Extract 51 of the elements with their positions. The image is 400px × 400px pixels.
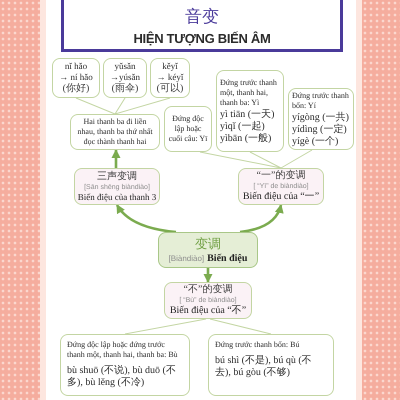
arrow [204, 268, 212, 283]
chinese-heading: “不”的变调 [184, 284, 232, 296]
example-box [103, 58, 147, 98]
rule-text: Đứng trước thanh bốn: Yí [292, 90, 350, 110]
tone-change-text: → ní hǎo [59, 72, 93, 83]
tone-change-text: →yúsǎn [110, 72, 140, 83]
chinese-word: (你好) [62, 83, 90, 95]
arrow [116, 204, 176, 234]
tone-change-text: → kéyǐ [156, 72, 184, 82]
example-text: yídìng (一定) [292, 124, 348, 136]
example-box [52, 58, 100, 98]
rule-text: Đứng trước thanh bốn: Bú [215, 340, 300, 350]
topic-box [238, 168, 324, 205]
connector-line [250, 152, 282, 168]
vietnamese-heading: Biến điệu [207, 252, 248, 264]
connector-line [114, 98, 126, 114]
arrow [240, 204, 284, 234]
chinese-heading: “一”的变调 [256, 170, 306, 182]
example-text: yìbān (一般) [220, 132, 272, 144]
example-text: yígè (一个) [292, 136, 340, 148]
example-box [150, 58, 190, 98]
pinyin-word: yǔsǎn [114, 61, 136, 72]
chinese-word: (雨伞) [112, 83, 138, 95]
connector-line [200, 152, 282, 168]
pinyin-transcription: [Biàndiào] [168, 252, 204, 264]
example-text: yígòng (一共) [292, 112, 350, 124]
chinese-heading: 变调 [195, 236, 221, 252]
pinyin-word: kěyǐ [162, 61, 178, 72]
connector-line [124, 318, 206, 334]
pinyin-word: nǐ hǎo [64, 61, 88, 72]
rule-text: Đứng độc lập hoặc cuối câu: Yī [168, 114, 208, 144]
rule-text: Đứng trước thanh một, thanh hai, thanh ba: Yì [220, 78, 278, 108]
example-text: yìqǐ (一起) [220, 120, 266, 132]
chinese-heading: 三声变调 [97, 170, 137, 182]
rule-text: Hai thanh ba đi liền nhau, thanh ba thứ nhất đọc thành thanh hai [76, 117, 154, 147]
vietnamese-heading: Biến điệu của thanh 3 [78, 192, 156, 202]
example-text: bù shuō (不说), bù duō (不多), bù lěng (不冷) [67, 365, 177, 389]
vietnamese-heading: Biến điệu của “一” [242, 191, 320, 203]
chinese-word: (可以) [156, 83, 184, 95]
example-text: bú shì (不是), bú qù (不去), bú gòu (不够) [215, 355, 313, 379]
connector-line [210, 318, 272, 334]
arrow [112, 149, 120, 168]
title-chinese: 音变 [185, 6, 219, 26]
central-topic-box [158, 232, 258, 268]
title-box [61, 0, 343, 52]
topic-box [164, 282, 252, 319]
topic-box [74, 168, 160, 205]
example-text: yì tiān (一天) [220, 108, 276, 120]
rule-text: Đứng độc lập hoặc đứng trước thanh một, thanh hai, thanh ba: Bù [67, 340, 179, 360]
title-text: HIỆN TƯỢNG BIẾN ÂM [133, 30, 271, 46]
vietnamese-heading: Biến điệu của “不” [170, 305, 246, 317]
